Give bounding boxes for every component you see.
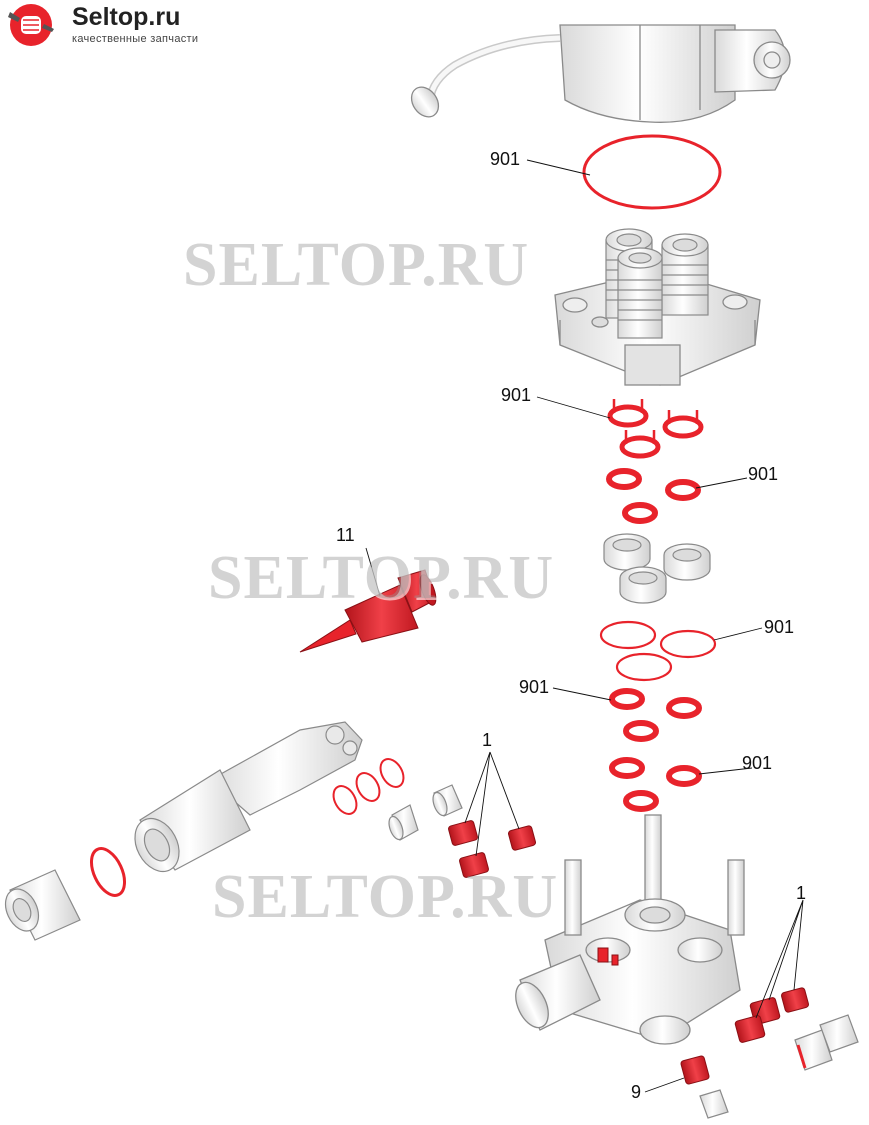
- leader-lines: [365, 159, 804, 1093]
- wrench-fist-icon: [8, 4, 54, 46]
- callout-1-left: 1: [482, 730, 493, 750]
- seal-rings-set-a: [606, 468, 701, 524]
- motor-housing: [410, 24, 791, 123]
- outlet-pipe-assembly: [4, 721, 363, 941]
- logo-tagline: качественные запчасти: [72, 33, 199, 45]
- piston-sleeves: [605, 228, 709, 339]
- o-ring-cylinder-head: [582, 134, 722, 210]
- callout-901-mid-left: 901: [519, 677, 550, 697]
- seal-rings-set-b: [609, 688, 702, 812]
- check-valves-right: [734, 987, 810, 1043]
- seltop-logo[interactable]: Seltop.ru качественные запчасти: [6, 2, 236, 48]
- bushings-left: [388, 784, 463, 841]
- small-o-rings-left: [332, 758, 405, 815]
- valve-cups: [603, 533, 711, 604]
- callout-901-mid-right: 901: [764, 617, 795, 637]
- thin-o-rings: [599, 620, 717, 682]
- o-ring-outlet: [89, 847, 127, 897]
- callout-11-tool: 11: [336, 525, 355, 545]
- bushings-right: [794, 1014, 859, 1071]
- pump-head-red-details: [597, 947, 619, 966]
- watermark-top: SELTOP.RU: [183, 231, 530, 299]
- callout-9-valve: 9: [631, 1082, 642, 1102]
- callout-1-right: 1: [796, 883, 807, 903]
- mounting-tool-cone: [299, 569, 437, 653]
- check-valves-left: [448, 820, 537, 878]
- valve-9: [680, 1055, 729, 1119]
- callout-901-valve-right: 901: [748, 464, 779, 484]
- watermark-bottom: SELTOP.RU: [212, 863, 559, 931]
- callout-901-low-right: 901: [742, 753, 773, 773]
- valve-seals-upper: [607, 399, 704, 459]
- logo-name: Seltop.ru: [72, 3, 181, 31]
- pump-head-block: [515, 814, 745, 1045]
- watermark-middle: SELTOP.RU: [208, 544, 555, 612]
- callout-901-valve-left: 901: [501, 385, 532, 405]
- callout-901-top: 901: [490, 149, 521, 169]
